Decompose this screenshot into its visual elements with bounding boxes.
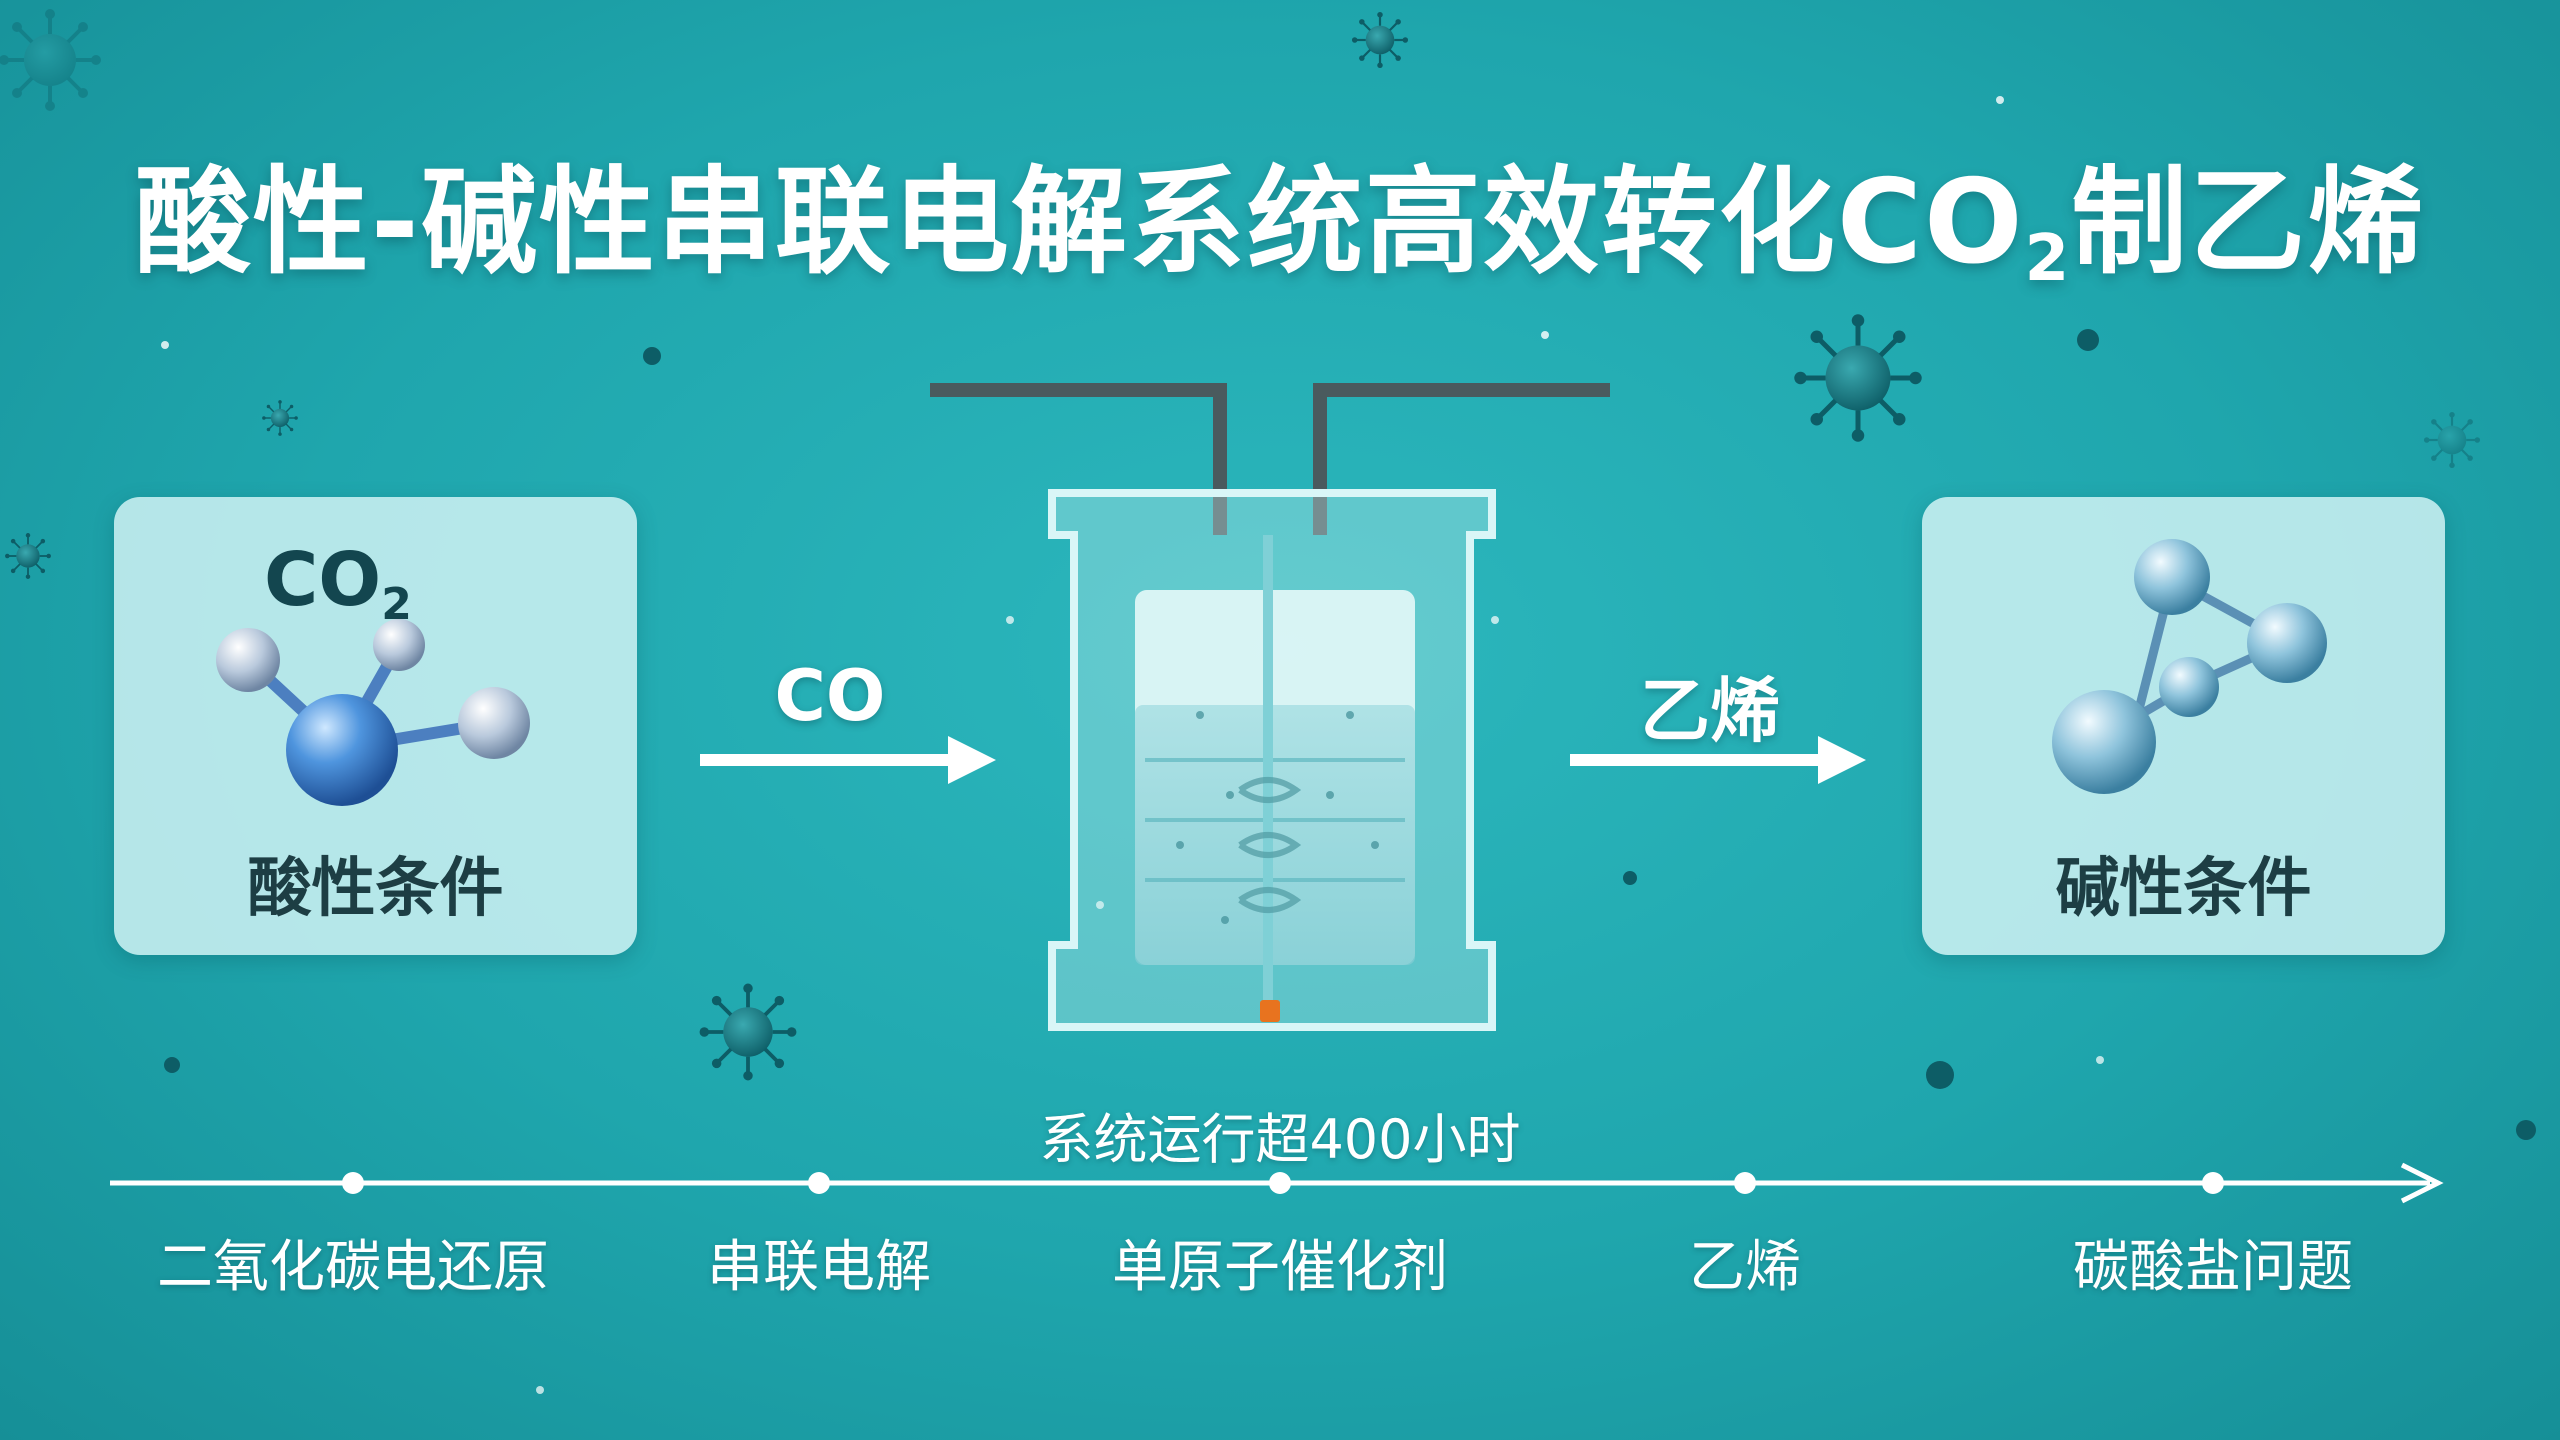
timeline-label-single-atom-catalyst: 单原子催化剂: [1112, 1235, 1448, 1300]
virus-particle-icon: [261, 399, 299, 437]
alkaline-condition-label: 碱性条件: [2055, 852, 2312, 926]
virus-particle-icon: [4, 532, 52, 580]
page-title: 酸性-碱性串联电解系统高效转化CO2制乙烯: [134, 155, 2426, 296]
ethylene-molecule-icon: [2052, 539, 2327, 794]
co-arrow-label: CO: [774, 655, 886, 737]
virus-particle-icon: [0, 7, 103, 113]
acidic-condition-label: 酸性条件: [247, 852, 504, 926]
virus-particle-icon: [2422, 410, 2482, 470]
electrolytic-cell-icon: [930, 383, 1610, 1031]
timeline-label-carbonate-issue: 碳酸盐问题: [2073, 1235, 2353, 1300]
timeline-label-tandem-electrolysis: 串联电解: [707, 1235, 931, 1300]
ethylene-flow-arrow: [1570, 736, 1866, 784]
virus-particle-icon: [1350, 10, 1410, 70]
virus-particle-icon: [697, 981, 799, 1083]
timeline-label-co2-reduction: 二氧化碳电还原: [157, 1235, 549, 1300]
co2-formula: CO2: [264, 537, 412, 630]
co2-molecule-icon: [216, 619, 530, 806]
acidic-condition-panel: CO2 酸性条件: [114, 497, 637, 955]
ethylene-arrow-label: 乙烯: [1640, 670, 1780, 752]
runtime-text: 系统运行超400小时: [1039, 1108, 1521, 1171]
timeline-label-ethylene: 乙烯: [1689, 1235, 1801, 1300]
virus-particle-icon: [1794, 314, 1922, 442]
co-flow-arrow: [700, 736, 996, 784]
alkaline-condition-panel: 碱性条件: [1922, 497, 2445, 955]
timeline-axis: [110, 1162, 2444, 1204]
